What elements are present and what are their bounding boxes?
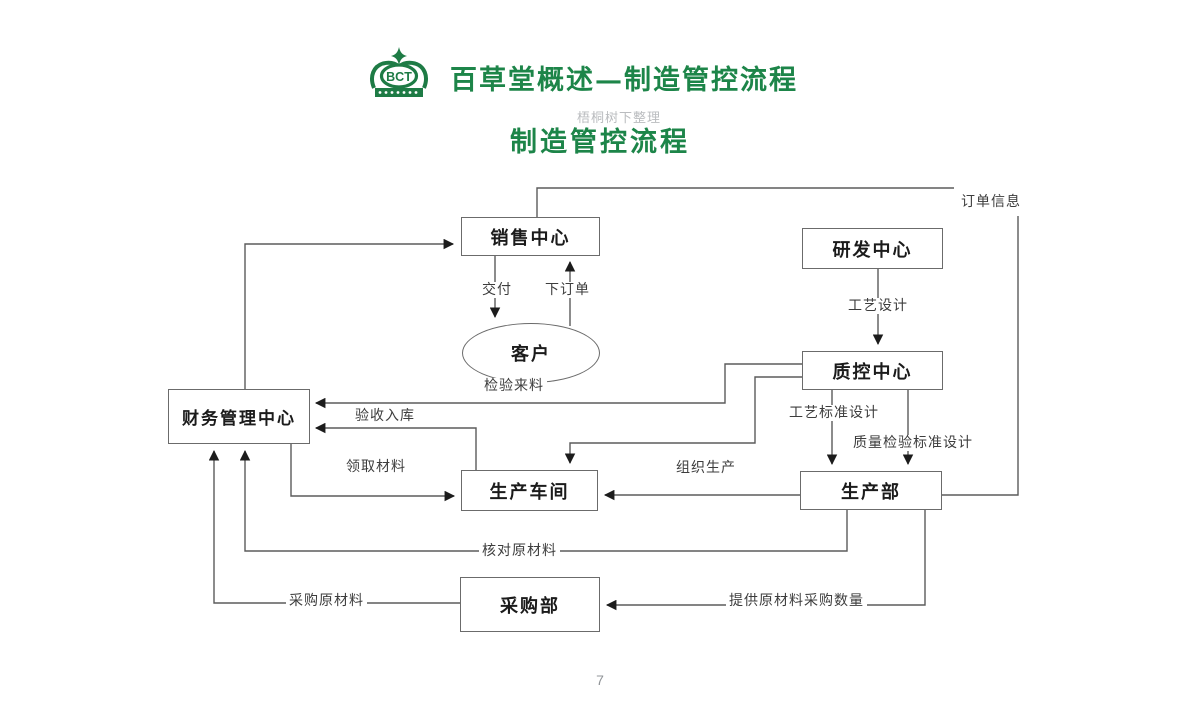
watermark-text: 梧桐树下整理 — [577, 111, 662, 126]
label-acceptance-storage: 验收入库 — [352, 408, 418, 424]
label-provide-purchase-qty: 提供原材料采购数量 — [726, 593, 867, 609]
node-purchasing-dept: 采购部 — [460, 577, 600, 632]
label-check-raw-materials: 核对原材料 — [479, 543, 560, 559]
label-delivery: 交付 — [479, 282, 515, 298]
edge-qc-to-workshop — [564, 376, 802, 465]
node-production-dept: 生产部 — [800, 471, 942, 510]
edge-finance-to-sales — [244, 238, 455, 389]
logo-text: BCT — [386, 70, 412, 84]
edge-sales-to-order-info — [536, 187, 954, 217]
edge-acceptance-storage — [314, 422, 477, 470]
node-customer: 客户 — [462, 323, 600, 383]
edge-purchase-raw-materials — [208, 449, 460, 604]
node-production-workshop: 生产车间 — [461, 470, 598, 511]
node-qc-center: 质控中心 — [802, 351, 943, 390]
label-place-order: 下订单 — [542, 282, 593, 298]
slide-subtitle: 制造管控流程 — [510, 127, 690, 158]
slide-title: 百草堂概述—制造管控流程 — [450, 65, 798, 96]
node-rd-center: 研发中心 — [802, 228, 943, 269]
edge-provide-purchase-qty — [605, 510, 926, 611]
label-organize-production: 组织生产 — [673, 460, 739, 476]
label-inspect-incoming: 检验来料 — [481, 378, 547, 394]
label-purchase-raw-materials: 采购原材料 — [286, 593, 367, 609]
label-collect-materials: 领取材料 — [343, 459, 409, 475]
label-process-standard-design: 工艺标准设计 — [786, 405, 882, 421]
page-number: 7 — [596, 672, 604, 688]
label-order-info: 订单信息 — [958, 194, 1024, 210]
edge-inspect-incoming — [314, 363, 802, 409]
node-sales-center: 销售中心 — [461, 217, 600, 256]
edge-collect-materials — [290, 444, 456, 502]
label-process-design: 工艺设计 — [845, 298, 911, 314]
label-quality-standard-design: 质量检验标准设计 — [850, 435, 976, 451]
edge-order-info-to-production — [942, 216, 1019, 496]
bct-logo-icon: BCT — [370, 47, 428, 97]
node-finance-center: 财务管理中心 — [168, 389, 310, 444]
